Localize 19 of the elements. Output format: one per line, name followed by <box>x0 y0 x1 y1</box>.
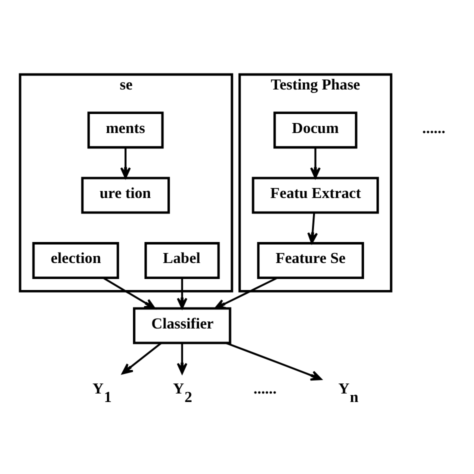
node-box: Label <box>144 242 220 278</box>
arrow <box>226 342 322 380</box>
arrow <box>176 342 188 374</box>
node-box: Classifier <box>132 306 232 344</box>
node-box: Feature Se <box>257 242 364 278</box>
arrow <box>176 278 188 308</box>
arrow <box>307 212 318 244</box>
node-box: ure tion <box>81 176 170 214</box>
node-box: Docum <box>273 111 358 148</box>
arrow <box>102 276 156 309</box>
node-box: Featu Extract <box>252 176 379 214</box>
arrow <box>214 276 278 309</box>
label: ...... <box>254 380 277 398</box>
arrow <box>310 147 321 178</box>
node-box: election <box>32 242 120 278</box>
node-box: ments <box>87 111 164 148</box>
label: ...... <box>422 119 446 136</box>
arrow <box>120 147 131 178</box>
arrow <box>122 342 162 374</box>
